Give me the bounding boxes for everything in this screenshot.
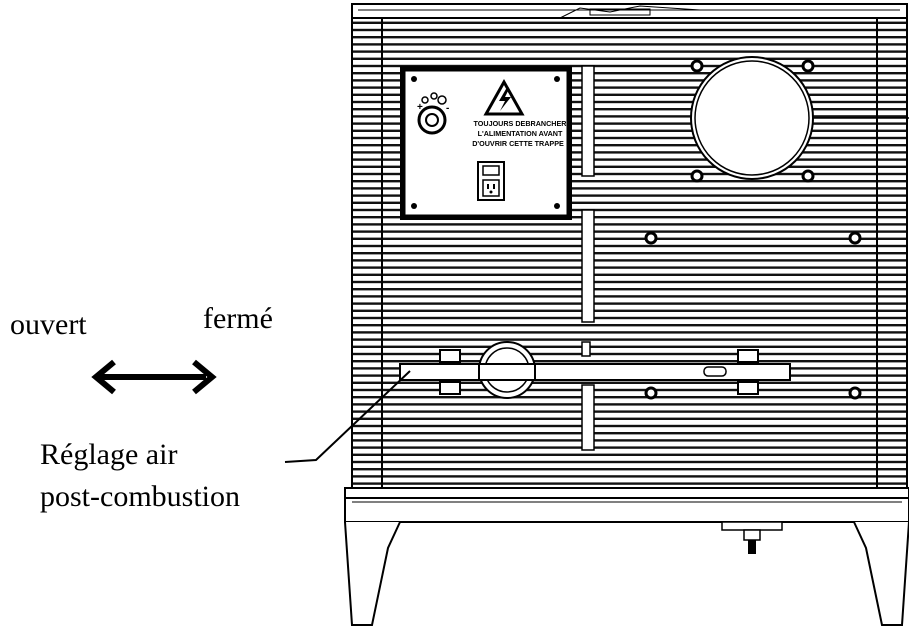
lightning-icon (499, 89, 511, 111)
vent-slot-group (581, 65, 595, 451)
stove-base (344, 487, 909, 626)
label-closed: fermé (203, 302, 273, 335)
knob-plus-label: + (417, 102, 423, 113)
leg-left (344, 521, 401, 626)
bar-clamp-left (439, 349, 461, 395)
leg-right (853, 521, 909, 626)
warning-text-line2: L'ALIMENTATION AVANT (478, 129, 563, 138)
knob-icon: + - (417, 92, 449, 135)
label-adjust-line2: post-combustion (40, 480, 240, 513)
power-socket-icon (477, 161, 505, 201)
drain-valve (721, 521, 783, 554)
warning-triangle-icon (483, 78, 525, 116)
air-adjustment-bar (399, 341, 791, 399)
knob-minus-label: - (446, 103, 449, 114)
leader-line (284, 370, 411, 463)
flue-outlet (690, 56, 909, 183)
flue-bolts (690, 59, 815, 183)
control-panel: + - TOUJOURS DEBRANCHER L'ALIMENTATION A… (400, 66, 572, 220)
warning-text-line3: D'OUVRIR CETTE TRAPPE (472, 139, 564, 148)
label-open: ouvert (10, 308, 87, 341)
double-arrow-icon (91, 359, 217, 395)
warning-text-line1: TOUJOURS DEBRANCHER (474, 119, 568, 128)
panel-bolts (644, 231, 862, 400)
bar-clamp-right (737, 349, 759, 395)
label-adjust-line1: Réglage air (40, 438, 177, 471)
stove-top (351, 3, 908, 19)
air-inlet-ring (478, 341, 536, 399)
